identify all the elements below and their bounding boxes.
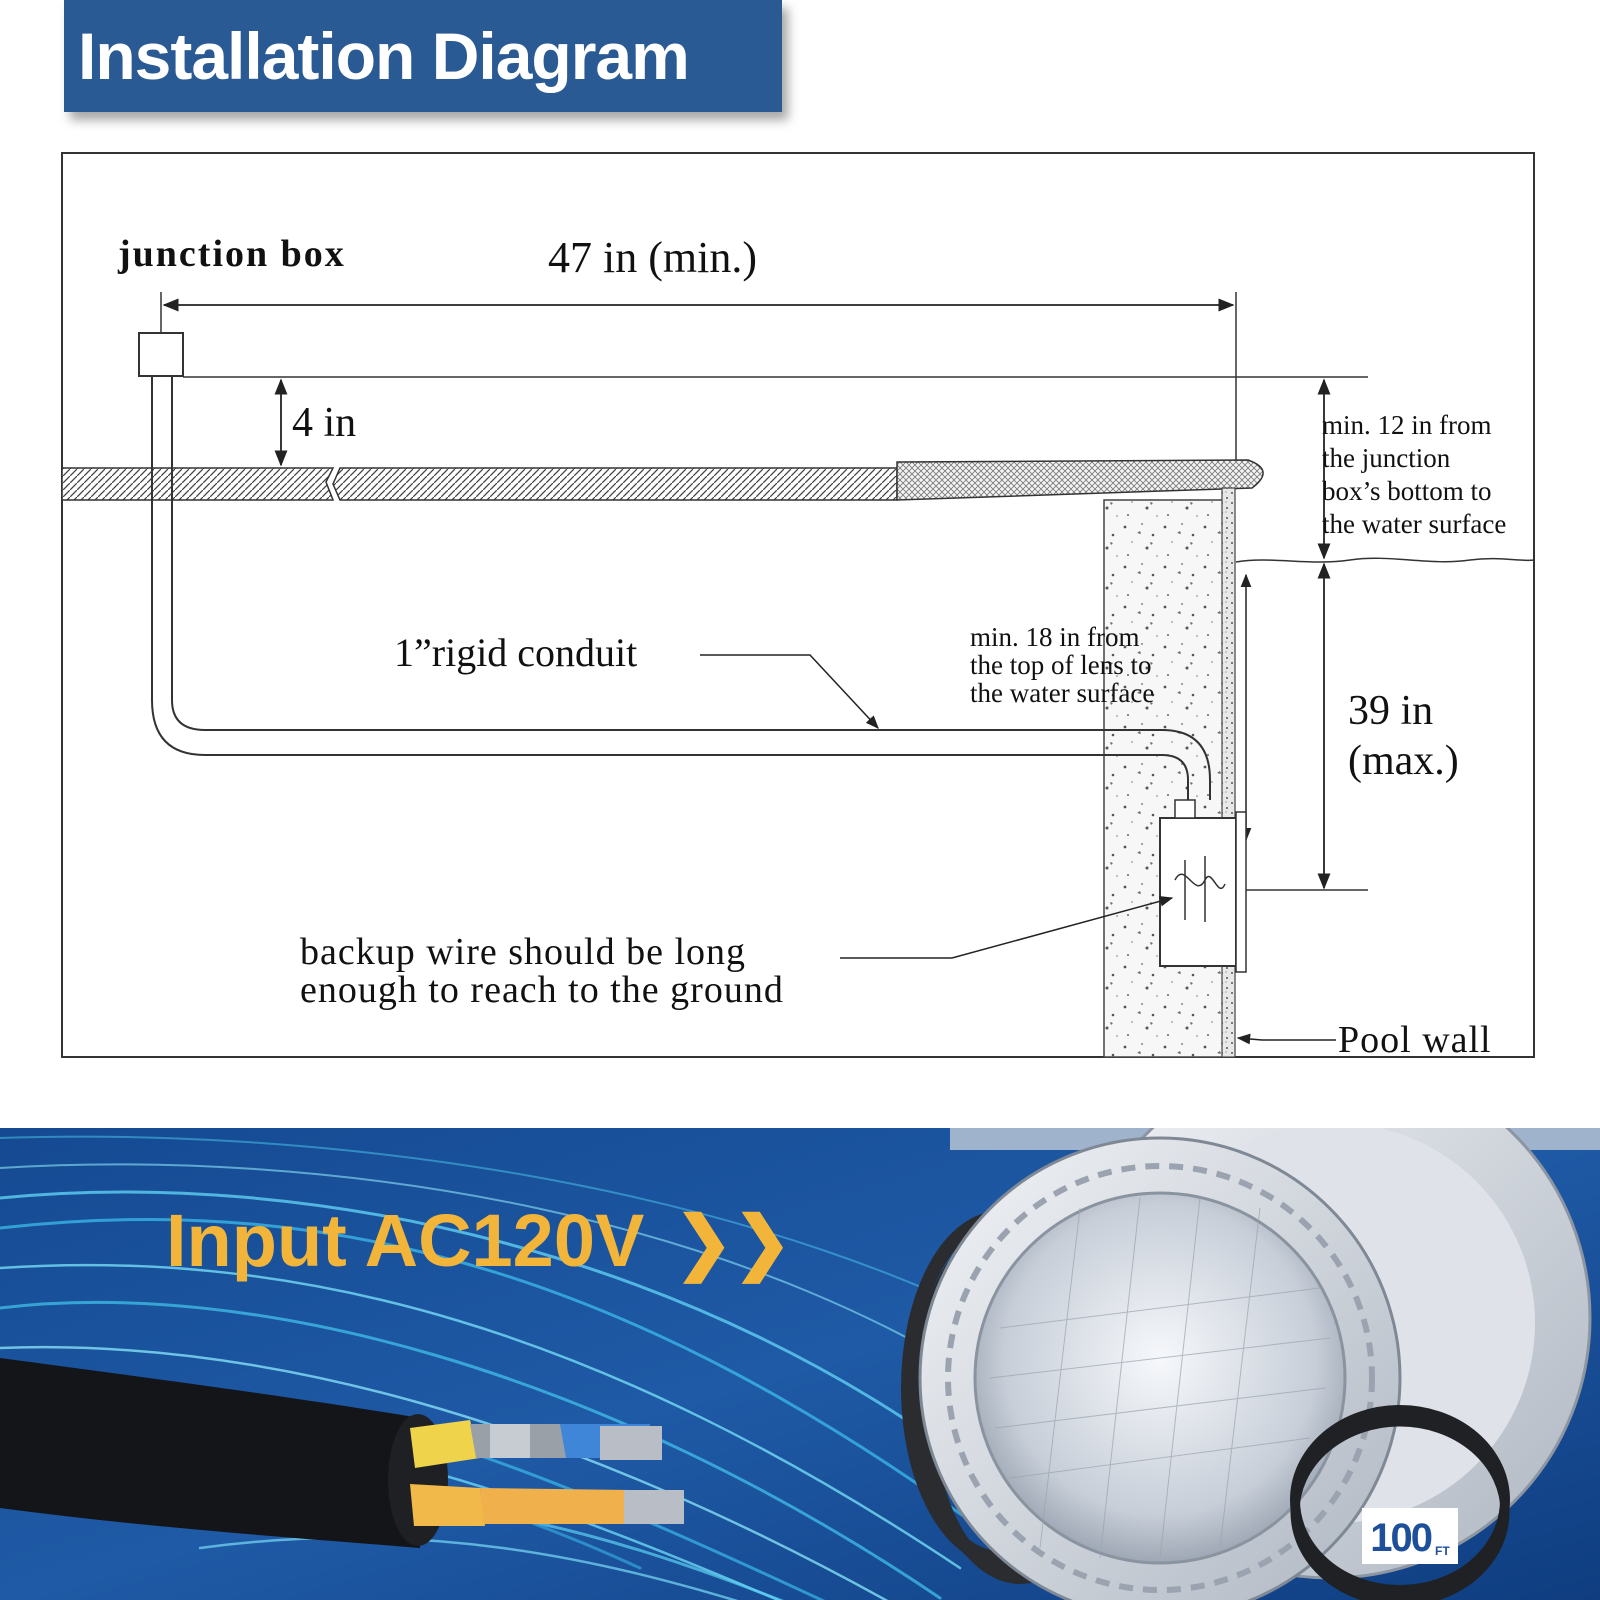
depth-qualifier-label: (max.) [1348,738,1459,784]
title-banner: Installation Diagram [64,0,782,112]
backup-wire-leader-line [840,895,1174,959]
backup-wire-note-line-1: backup wire should be long [300,931,746,973]
chevron-right-icon: ❯❯ [674,1203,792,1281]
junction-box-shape [138,332,184,377]
conduit-label: 1”rigid conduit [394,630,637,675]
light-niche [1159,817,1237,967]
lens-note-line-1: min. 18 in from [970,622,1140,652]
min-distance-label: 47 in (min.) [548,233,757,282]
cable-length-value: 100 [1370,1516,1433,1560]
clearance-note-line-2: the junction [1322,443,1451,473]
ground-surface-middle [332,467,898,501]
pool-wall-label: Pool wall [1338,1019,1492,1061]
light-fixture-icon [1174,856,1226,922]
product-illustration [0,1128,1600,1600]
pool-light-lens [973,1191,1347,1565]
depth-value-label: 39 in [1348,688,1433,734]
backup-wire-note-line-2: enough to reach to the ground [300,969,784,1011]
rigid-conduit [151,377,1211,800]
lens-note-line-3: the water surface [970,678,1154,708]
lens-note-line-2: the top of lens to [970,650,1151,680]
clearance-note-line-3: box’s bottom to [1322,476,1492,506]
junction-box-label: junction box [117,233,346,275]
product-panel: Input AC120V ❯❯ [0,1128,1600,1600]
water-surface-line [1235,557,1535,563]
pool-coping [896,459,1264,501]
diagram-frame [61,152,1535,1058]
conduit-leader-line [700,654,879,729]
input-voltage-text: Input AC120V [166,1199,645,1282]
input-voltage-headline: Input AC120V ❯❯ [166,1198,792,1283]
pool-wall-liner [1221,487,1236,1058]
installation-diagram: junction box 47 in (min.) 4 in min. 12 i… [61,152,1535,1061]
pool-wall-leader-line [1236,1033,1336,1045]
page-title: Installation Diagram [78,19,690,93]
concrete-wall [1103,499,1227,1058]
height-above-deck-label: 4 in [292,400,356,446]
small-coil [1290,1405,1510,1600]
clearance-note-line-1: min. 12 in from [1322,410,1492,440]
ground-surface-left [61,467,335,501]
cable-length-unit: FT [1435,1544,1450,1558]
clearance-note-line-4: the water surface [1322,509,1506,539]
power-cable [0,1358,420,1548]
